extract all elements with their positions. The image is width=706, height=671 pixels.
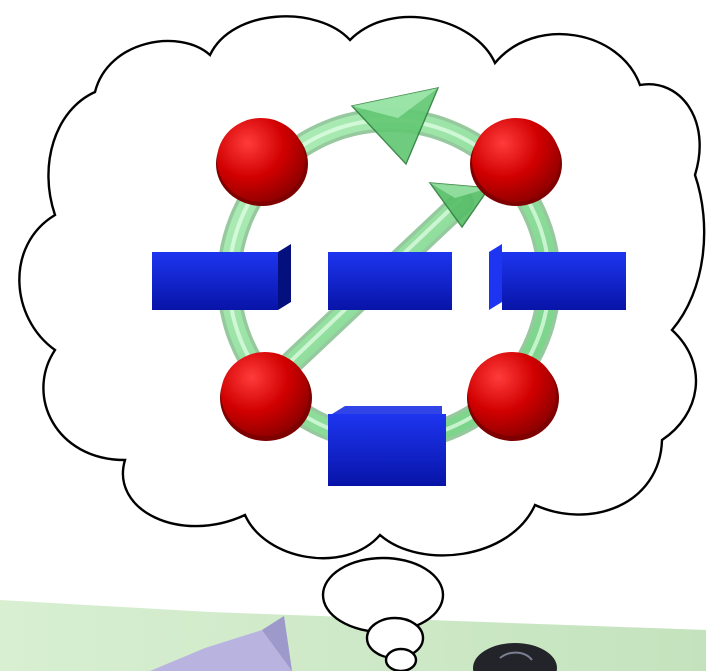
trail-bubble-small (384, 647, 418, 671)
ground-strip (0, 600, 706, 671)
graph-node-icon (220, 352, 312, 441)
blue-block-icon (152, 244, 291, 310)
blue-block-icon (328, 252, 452, 310)
thought-trail (321, 556, 445, 671)
graph-diagram (152, 87, 626, 486)
graph-node-icon (216, 118, 308, 206)
blue-block-icon (489, 244, 626, 310)
blue-block-icon (328, 406, 446, 486)
graph-node-icon (467, 352, 559, 441)
graph-node-icon (470, 118, 562, 206)
